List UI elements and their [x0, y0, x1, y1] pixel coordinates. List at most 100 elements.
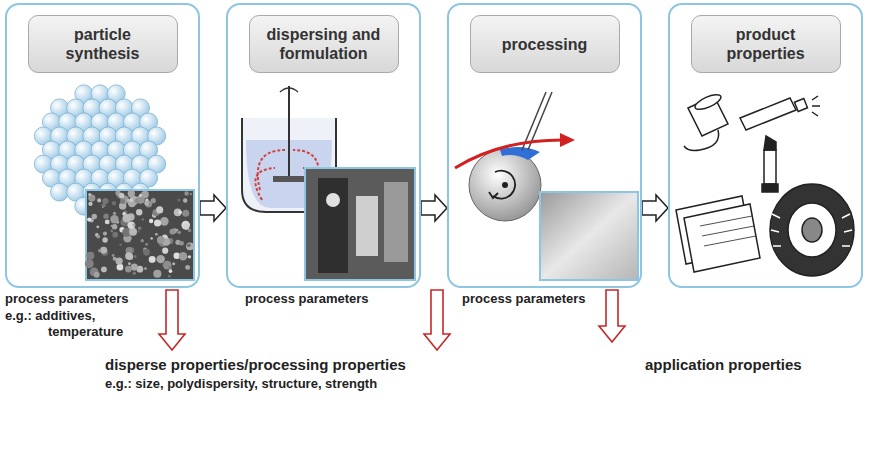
- sem-texture: [178, 199, 180, 201]
- product-clipart: [764, 150, 776, 184]
- sem-texture: [183, 198, 187, 202]
- sem-texture: [159, 256, 162, 259]
- panel-title: processing: [470, 15, 620, 73]
- coating-roll: [455, 140, 562, 168]
- sem-texture: [179, 211, 182, 214]
- sem-texture: [117, 264, 124, 271]
- sem-texture: [88, 202, 92, 206]
- film-photo: [540, 192, 638, 280]
- sem-texture: [163, 261, 172, 270]
- parameter-label: process parameters: [5, 291, 129, 307]
- sem-texture: [113, 212, 116, 215]
- product-clipart: [684, 204, 760, 272]
- stirred-vessel: [280, 88, 298, 92]
- process-panel: product properties: [668, 3, 863, 288]
- sem-texture: [162, 248, 168, 254]
- product-clipart: [812, 96, 820, 116]
- sem-texture: [111, 225, 113, 227]
- sem-texture: [88, 193, 91, 196]
- sem-texture: [87, 217, 91, 221]
- disperser-photo-detail: [356, 196, 378, 256]
- sem-texture: [125, 252, 132, 259]
- sem-texture: [154, 219, 161, 226]
- sem-texture: [138, 231, 140, 233]
- product-clipart: [762, 184, 778, 192]
- product-clipart: [740, 98, 796, 130]
- sem-photo: [86, 190, 194, 280]
- sem-texture: [103, 213, 108, 218]
- sem-texture: [85, 190, 194, 278]
- sem-texture: [168, 275, 171, 278]
- sem-texture: [149, 219, 153, 223]
- parameter-label: e.g.: additives, temperature: [5, 308, 145, 340]
- property-heading: application properties: [645, 356, 802, 374]
- panel-title: product properties: [691, 15, 841, 73]
- sem-texture: [185, 265, 190, 270]
- sem-texture: [86, 252, 94, 260]
- sem-texture: [112, 232, 118, 238]
- coating-roll: [502, 182, 508, 188]
- sem-texture: [112, 201, 116, 205]
- result-arrow: [159, 290, 185, 350]
- sem-texture: [153, 270, 161, 278]
- sem-texture: [145, 243, 148, 246]
- product-clipart: [802, 218, 822, 242]
- sem-texture: [170, 229, 176, 235]
- sem-texture: [138, 196, 144, 202]
- sem-texture: [156, 255, 164, 263]
- disperser-photo-detail: [326, 193, 340, 207]
- process-panel: particle synthesis: [5, 3, 200, 288]
- sem-texture: [128, 190, 135, 197]
- sem-texture: [134, 255, 136, 257]
- sem-texture: [144, 201, 149, 206]
- sem-texture: [119, 243, 121, 245]
- result-arrow: [424, 290, 450, 350]
- sem-texture: [127, 221, 135, 229]
- flow-arrow: [200, 195, 226, 221]
- coating-roll: [489, 192, 498, 198]
- product-clipart: [684, 130, 719, 151]
- sem-texture: [102, 198, 108, 204]
- sem-texture: [162, 263, 164, 265]
- sem-texture: [184, 191, 189, 196]
- sem-texture: [119, 193, 124, 198]
- sem-texture: [176, 229, 179, 232]
- sem-texture: [179, 252, 187, 260]
- sem-texture: [129, 198, 132, 201]
- sem-texture: [122, 214, 131, 223]
- sem-texture: [155, 233, 158, 236]
- disperser-photo-detail: [384, 182, 408, 262]
- sem-texture: [143, 249, 150, 256]
- sem-texture: [125, 266, 132, 273]
- sem-texture: [112, 224, 118, 230]
- flow-arrow: [642, 195, 668, 221]
- product-clipart: [764, 136, 776, 150]
- property-heading: disperse properties/processing propertie…: [105, 356, 406, 374]
- product-clipart: [700, 216, 756, 246]
- particle-cluster: [51, 183, 69, 201]
- sem-texture: [172, 262, 175, 265]
- sem-texture: [132, 223, 135, 226]
- sem-texture: [174, 208, 182, 216]
- flow-arrow: [421, 195, 447, 221]
- process-panel: dispersing and formulation: [226, 3, 421, 288]
- sem-texture: [116, 257, 123, 264]
- sem-texture: [156, 206, 163, 213]
- sem-texture: [131, 264, 138, 271]
- sem-texture: [181, 221, 190, 230]
- sem-texture: [101, 267, 107, 273]
- sem-texture: [94, 272, 100, 278]
- result-arrow: [599, 290, 625, 342]
- coating-roll: [560, 133, 575, 147]
- product-clipart: [693, 92, 723, 113]
- sem-texture: [102, 237, 107, 242]
- disperser-photo-detail: [318, 178, 408, 273]
- product-clipart: [676, 92, 854, 276]
- sem-texture: [128, 262, 131, 265]
- panel-title: dispersing and formulation: [249, 15, 399, 73]
- stirred-vessel: [288, 86, 290, 180]
- parameter-label: process parameters: [462, 291, 586, 307]
- sem-texture: [136, 209, 142, 215]
- sem-texture: [177, 231, 181, 235]
- sem-texture: [149, 256, 156, 263]
